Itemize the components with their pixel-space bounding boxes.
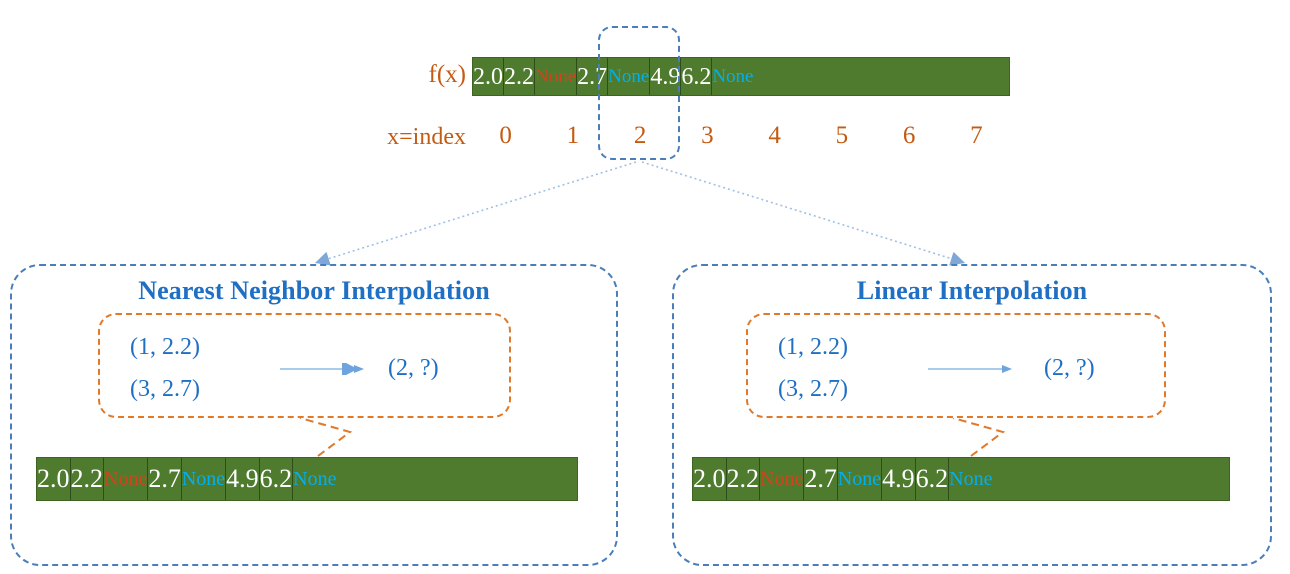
result-point: (2, ?) xyxy=(1044,355,1095,381)
array-cell-none[interactable]: None xyxy=(608,58,651,95)
array-cell[interactable]: 2.7 xyxy=(804,458,838,500)
array-cell[interactable]: 2.2 xyxy=(726,458,760,500)
result-point: (2, ?) xyxy=(388,355,439,381)
callout-linear-interpolation: (1, 2.2) (3, 2.7) (2, ?) xyxy=(746,313,1166,418)
array-cell-none-missing[interactable]: None xyxy=(535,58,578,95)
array-cell-none[interactable]: None xyxy=(712,58,754,95)
array-cell[interactable]: 6.2 xyxy=(681,58,713,95)
array-cell-none-missing[interactable]: None xyxy=(760,458,805,500)
array-cell-none[interactable]: None xyxy=(293,458,337,500)
array-cell[interactable]: 4.9 xyxy=(226,458,260,500)
known-point-1: (1, 2.2) xyxy=(130,334,200,360)
panel-nearest-neighbor: Nearest Neighbor Interpolation xyxy=(10,264,618,566)
array-cell[interactable]: 4.9 xyxy=(650,58,682,95)
array-cell[interactable]: 2.0 xyxy=(693,458,727,500)
left-panel-value-array: 2.0 2.2 None 2.7 None 4.9 6.2 None xyxy=(36,457,578,501)
index-row: 0 1 2 3 4 5 6 7 xyxy=(472,123,1010,153)
callout-nearest-neighbor: (1, 2.2) (3, 2.7) (2, ?) xyxy=(98,313,511,418)
fx-label: f(x) xyxy=(428,61,466,88)
array-cell-none[interactable]: None xyxy=(949,458,993,500)
array-cell[interactable]: 2.0 xyxy=(473,58,504,95)
known-point-1: (1, 2.2) xyxy=(778,334,848,360)
array-cell[interactable]: 2.2 xyxy=(70,458,104,500)
array-cell-none[interactable]: None xyxy=(181,458,227,500)
right-arrow-icon xyxy=(928,365,1012,373)
highlight-selection-box[interactable] xyxy=(598,26,680,160)
panel-title: Linear Interpolation xyxy=(856,276,1088,305)
known-point-2: (3, 2.7) xyxy=(778,376,848,402)
index-value: 6 xyxy=(902,122,916,149)
connector-to-right-panel xyxy=(641,161,966,266)
connector-to-left-panel xyxy=(314,161,637,266)
array-cell[interactable]: 4.9 xyxy=(882,458,916,500)
index-value: 4 xyxy=(768,122,781,149)
index-value: 1 xyxy=(566,122,580,149)
array-cell[interactable]: 2.7 xyxy=(577,58,609,95)
array-cell-none[interactable]: None xyxy=(837,458,883,500)
index-value: 2 xyxy=(633,122,647,149)
right-panel-value-array: 2.0 2.2 None 2.7 None 4.9 6.2 None xyxy=(692,457,1230,501)
array-cell[interactable]: 2.2 xyxy=(504,58,535,95)
top-value-array: 2.0 2.2 None 2.7 None 4.9 6.2 None xyxy=(472,57,1010,96)
array-cell[interactable]: 6.2 xyxy=(915,458,950,500)
index-value: 3 xyxy=(701,122,714,149)
array-cell[interactable]: 2.7 xyxy=(148,458,182,500)
index-value: 5 xyxy=(835,122,849,149)
array-cell-none-missing[interactable]: None xyxy=(104,458,149,500)
panel-linear-interpolation: Linear Interpolation xyxy=(672,264,1272,566)
known-point-2: (3, 2.7) xyxy=(130,376,200,402)
index-value: 7 xyxy=(970,122,983,149)
array-cell[interactable]: 6.2 xyxy=(259,458,294,500)
index-value: 0 xyxy=(499,122,512,149)
right-arrow-icon xyxy=(280,363,364,375)
array-cell[interactable]: 2.0 xyxy=(37,458,71,500)
index-label: x=index xyxy=(387,124,466,150)
panel-title: Nearest Neighbor Interpolation xyxy=(138,276,490,305)
